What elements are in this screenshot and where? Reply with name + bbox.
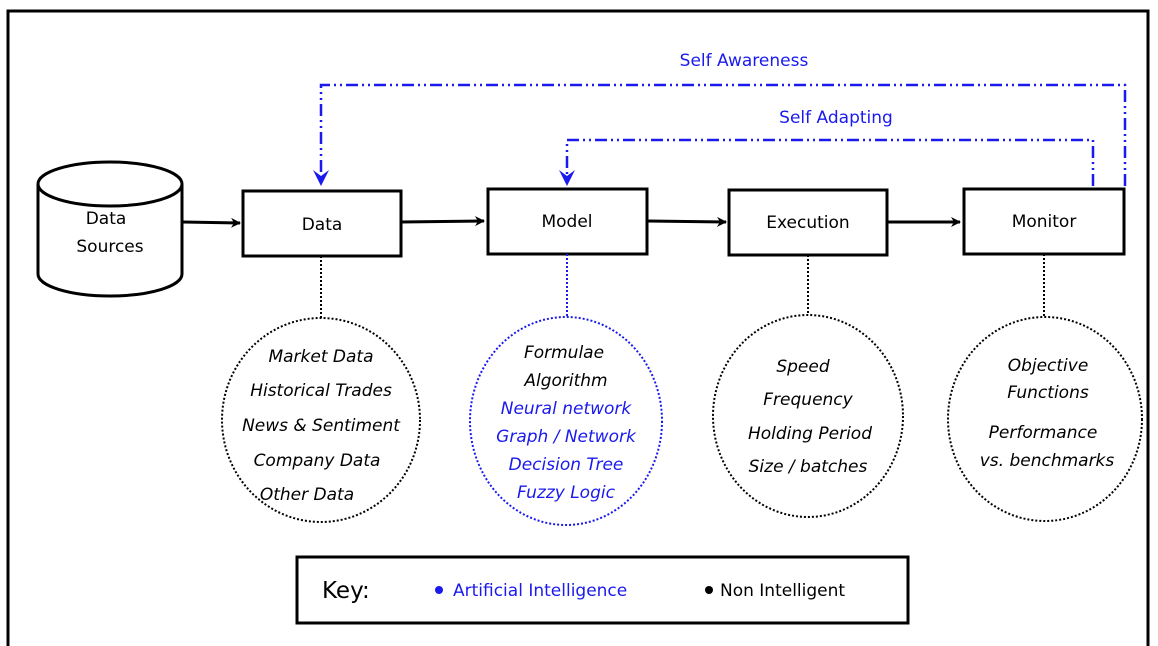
data-sources-label-line1: Data	[86, 209, 127, 229]
model-ai-detail-item: Decision Tree	[509, 455, 624, 475]
model-ai-detail-item: Fuzzy Logic	[517, 483, 616, 503]
data-sources-label-line2: Sources	[76, 237, 143, 257]
execution-detail-item: Speed	[776, 357, 830, 377]
execution-detail-item: Size / batches	[749, 457, 868, 477]
outer-frame	[6, 9, 1150, 646]
node-model: Model	[486, 187, 649, 256]
node-monitor-label: Monitor	[1012, 212, 1077, 232]
legend-non-ai-label: Non Intelligent	[720, 581, 845, 601]
data-sources-node: Data Sources	[36, 160, 184, 298]
data-detail-item: Company Data	[254, 451, 381, 471]
model-detail-item: Formulae	[524, 343, 604, 363]
model-detail-item: Algorithm	[523, 371, 607, 391]
data-detail-item: Historical Trades	[250, 381, 392, 401]
monitor-detail-item: Objective	[1008, 356, 1089, 376]
legend-non-ai-bullet-icon	[705, 586, 713, 594]
model-ai-detail-item: Graph / Network	[496, 427, 637, 447]
node-model-label: Model	[541, 212, 592, 232]
self-awareness-loop: Self Awareness	[313, 51, 1127, 186]
legend-key: Key: Artificial Intelligence Non Intelli…	[295, 555, 910, 625]
data-detail-item: News & Sentiment	[242, 416, 401, 436]
monitor-detail-item: Functions	[1007, 383, 1089, 403]
execution-detail-item: Holding Period	[748, 424, 872, 444]
pipeline-arrows	[182, 216, 961, 228]
monitor-detail-item: vs. benchmarks	[980, 451, 1115, 471]
arrow-model-to-execution	[646, 216, 727, 227]
self-adapting-label: Self Adapting	[779, 108, 893, 128]
self-adapting-loop: Self Adapting	[559, 108, 1095, 186]
self-awareness-arrowhead	[313, 170, 329, 186]
monitor-details-circle: Objective Functions Performance vs. benc…	[947, 316, 1143, 522]
node-monitor: Monitor	[962, 187, 1126, 256]
data-detail-item: Other Data	[260, 485, 354, 505]
monitor-detail-item: Performance	[989, 423, 1098, 443]
legend-ai-bullet-icon	[435, 586, 443, 594]
self-adapting-arrowhead	[559, 170, 575, 186]
legend-title: Key:	[322, 578, 370, 604]
execution-detail-item: Frequency	[763, 390, 853, 410]
arrow-sources-to-data	[182, 217, 241, 228]
data-detail-item: Market Data	[268, 347, 373, 367]
node-data: Data	[241, 189, 403, 258]
legend-ai-label: Artificial Intelligence	[453, 581, 627, 601]
node-execution: Execution	[727, 188, 889, 257]
model-details-circle: Formulae Algorithm Neural network Graph …	[469, 316, 663, 526]
execution-details-circle: Speed Frequency Holding Period Size / ba…	[712, 314, 904, 518]
database-cylinder-icon	[36, 160, 184, 298]
node-execution-label: Execution	[766, 213, 849, 233]
self-awareness-label: Self Awareness	[680, 51, 809, 71]
data-details-circle: Market Data Historical Trades News & Sen…	[221, 317, 421, 523]
arrow-data-to-model	[400, 216, 485, 227]
node-data-label: Data	[302, 215, 343, 235]
model-ai-detail-item: Neural network	[501, 399, 633, 419]
